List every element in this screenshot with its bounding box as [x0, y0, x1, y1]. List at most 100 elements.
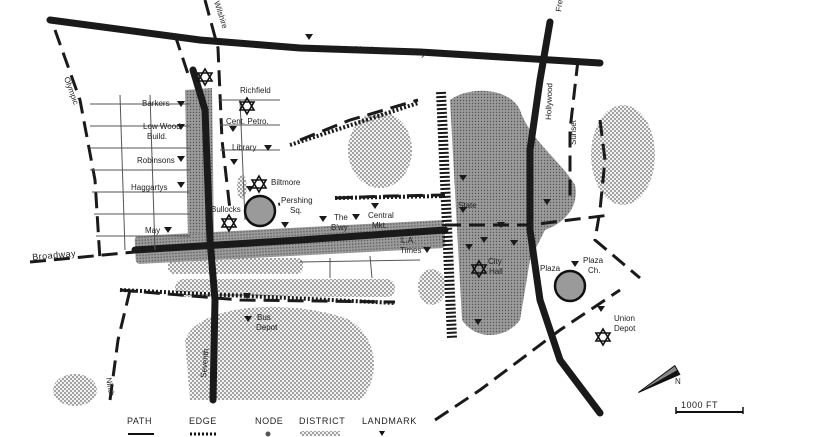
edge-east — [436, 91, 457, 339]
richfield-label: Richfield — [240, 86, 271, 95]
east-dash — [593, 119, 641, 280]
city-label: City — [488, 257, 502, 266]
landmark-triangle — [243, 293, 251, 299]
landmark-triangle — [281, 222, 289, 228]
mid-dash-line — [334, 193, 446, 200]
landmark-triangle — [571, 261, 579, 267]
district-strip-2 — [175, 279, 395, 297]
cent-petro-label: Cent. Petro. — [226, 117, 269, 126]
lower-dash — [119, 288, 396, 304]
edges — [119, 91, 457, 339]
upper-left-dash — [173, 34, 192, 81]
paths — [29, 0, 641, 422]
landmark-triangle — [305, 34, 313, 40]
scale-label: 1000 FT — [681, 400, 718, 410]
landmark-triangle — [352, 214, 360, 220]
ninth-label: Ninth — [104, 377, 116, 397]
landmark-triangle — [465, 244, 473, 250]
landmark-triangle — [177, 156, 185, 162]
landmark-triangle — [229, 126, 237, 132]
landmark-triangle — [319, 216, 327, 222]
district-east — [591, 105, 655, 205]
landmark-triangle — [177, 182, 185, 188]
north-label: N — [675, 377, 681, 386]
state-label: State — [458, 201, 477, 210]
central-label: Central — [368, 211, 394, 220]
landmark-triangle — [543, 199, 551, 205]
landmark-triangle — [510, 240, 518, 246]
scale-bar: 1000 FT — [675, 400, 744, 414]
plaza-ch-ch-label: Ch. — [588, 266, 600, 275]
mkt-label: Mkt. — [372, 221, 387, 230]
district-small-2 — [53, 374, 97, 406]
depot-label: Depot — [256, 323, 278, 332]
robinsons-label: Robinsons — [137, 156, 175, 165]
district-civic-center — [450, 90, 576, 336]
legend: PATH EDGE NODE DISTRICT LANDMARK — [127, 416, 417, 437]
sunset-label: Sunset — [569, 119, 578, 145]
node-pershing-square — [243, 194, 277, 228]
library-label: Library — [232, 143, 256, 152]
node-plaza — [553, 269, 587, 303]
times-label: Times — [400, 246, 421, 255]
pershing-label: Pershing — [281, 196, 313, 205]
district-strip-1 — [168, 258, 303, 274]
star-icon — [220, 213, 238, 233]
seventh-label: Seventh — [199, 348, 211, 378]
bus-label: Bus — [257, 313, 271, 322]
bwy-label: B'wy — [331, 223, 348, 232]
star-icon — [250, 174, 268, 194]
landmark-triangle — [480, 237, 488, 243]
broadway-heavy-line — [131, 226, 449, 254]
landmark-labels: Barkers Low Wood Build. Robinsons Haggar… — [131, 86, 636, 333]
landmark-triangle — [164, 227, 172, 233]
hall-label: Hall — [489, 267, 503, 276]
union-label: Union — [614, 314, 635, 323]
landmark-triangle — [264, 145, 272, 151]
legend-edge: EDGE — [189, 416, 217, 426]
low-wood-label: Low Wood — [143, 122, 181, 131]
harbor-freeway-label: Harbor Freeway — [355, 44, 427, 58]
seventh-heavy-line — [189, 66, 219, 404]
landmark-triangle — [230, 159, 238, 165]
edge-diag — [289, 101, 419, 147]
star-landmarks — [196, 67, 612, 347]
may-label: May — [145, 226, 160, 235]
ninth-dash — [108, 289, 132, 401]
star-icon — [594, 327, 612, 347]
the-label: The — [334, 213, 348, 222]
landmark-triangle — [474, 319, 482, 325]
landmark-triangle — [497, 222, 505, 228]
landmark-triangle — [459, 175, 467, 181]
north-arrow-icon — [638, 364, 681, 393]
pershing-sq-label: Sq. — [290, 206, 302, 215]
legend-node-swatch — [265, 431, 271, 437]
southeast-dash — [434, 288, 621, 422]
hollywood-label: Hollywood — [544, 83, 554, 120]
landmark-triangle — [177, 101, 185, 107]
legend-landmark: LANDMARK — [362, 416, 417, 426]
broadway-label: Broadway — [32, 248, 77, 262]
olympic-dash — [53, 29, 102, 261]
freeway-label: Freeway — [554, 0, 567, 12]
edge-south — [119, 288, 396, 305]
star-icon — [238, 96, 256, 116]
landmark-triangle — [177, 124, 185, 130]
landmark-markers — [164, 34, 605, 325]
biltmore-label: Biltmore — [271, 178, 301, 187]
landmark-triangle — [597, 306, 605, 312]
plaza-ch-label: Plaza — [583, 256, 604, 265]
bullocks-label: Bullocks — [211, 205, 241, 214]
union-depot-label: Depot — [614, 324, 636, 333]
district-south — [185, 306, 374, 400]
legend-district: DISTRICT — [299, 416, 345, 426]
low-wood-build-label: Build. — [147, 132, 167, 141]
wilshire-dash — [203, 0, 232, 211]
upper-diag-dash — [299, 98, 419, 142]
harbor-freeway-line — [46, 16, 604, 67]
la-label: L.A. — [401, 236, 415, 245]
district-north — [348, 112, 412, 188]
north-arrow: N — [638, 364, 681, 393]
hollywood-freeway-line — [526, 18, 604, 417]
